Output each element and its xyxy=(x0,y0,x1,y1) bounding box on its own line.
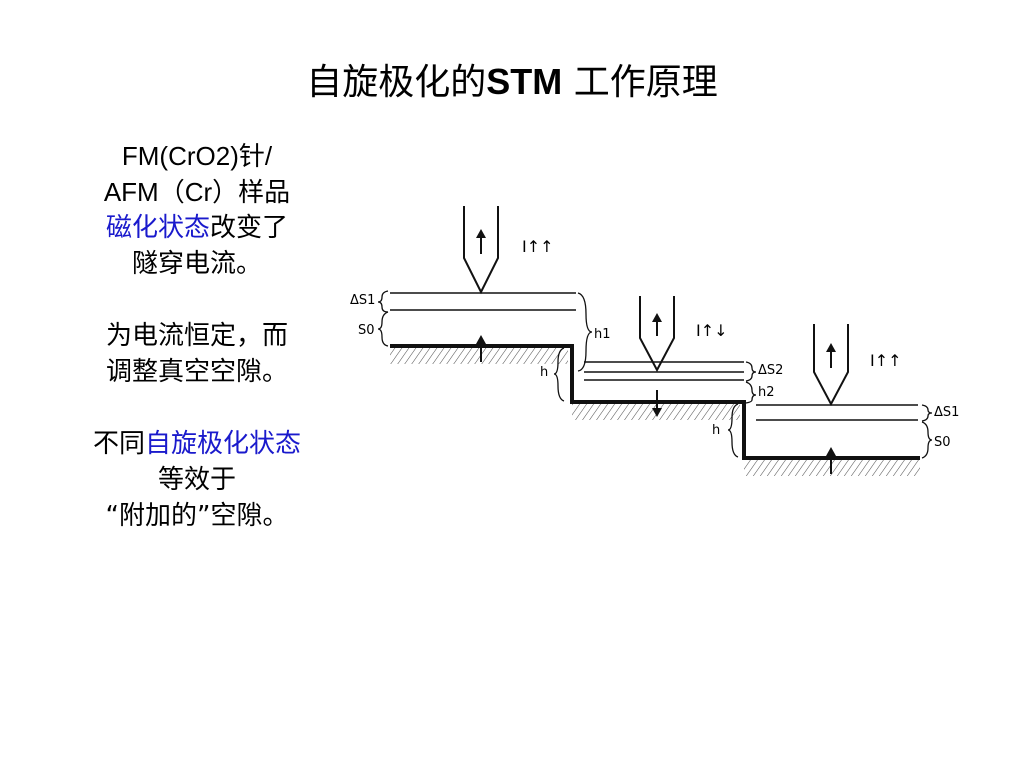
note-line-magnetization: 磁化状态改变了 xyxy=(52,210,342,246)
brace-ds1-left xyxy=(377,290,389,313)
label-h2: h2 xyxy=(758,385,775,400)
substrate-hatch-upper xyxy=(390,348,568,364)
sample1-spin-arrowhead-icon xyxy=(476,335,486,344)
title-rest: 工作原理 xyxy=(562,62,718,103)
note-line-tip: FM(CrO2)针/ xyxy=(121,141,273,171)
brace-s0-right xyxy=(921,421,933,459)
label-h-middle: h xyxy=(712,423,720,438)
note-highlight-magnetization: 磁化状态 xyxy=(105,213,210,243)
label-h1: h1 xyxy=(594,327,611,342)
tip1-spin-arrowhead-icon xyxy=(476,229,486,238)
brace-h2 xyxy=(745,381,757,404)
label-current-1: I↑↑ xyxy=(522,237,554,256)
note-line-current: 隧穿电流。 xyxy=(131,249,262,279)
label-h-left: h xyxy=(540,365,548,380)
brace-ds1-right xyxy=(921,404,933,422)
stm-diagram: I↑↑ ΔS1 S0 h1 h I↑↓ ΔS2 h2 h I↑↑ ΔS1 S0 xyxy=(340,196,980,490)
brace-h-middle xyxy=(727,403,739,458)
note-line-equivalent: 等效于 xyxy=(157,465,236,495)
note-different: 不同 xyxy=(92,429,145,459)
brace-s0-left xyxy=(377,311,389,347)
note-spacer xyxy=(52,390,342,426)
label-s0-right: S0 xyxy=(934,435,951,450)
title-chinese: 自旋极化的 xyxy=(306,62,487,103)
label-ds1-right: ΔS1 xyxy=(934,405,959,420)
label-current-3: I↑↑ xyxy=(870,351,902,370)
note-highlight-spin-state: 自旋极化状态 xyxy=(145,429,302,459)
note-line-adjust: 调整真空空隙。 xyxy=(105,357,288,387)
sample2-spin-arrowhead-icon xyxy=(652,408,662,417)
stm-tip-3 xyxy=(813,324,849,407)
note-line-constant: 为电流恒定，而 xyxy=(105,321,288,351)
explanation-text: FM(CrO2)针/ AFM（Cr）样品 磁化状态改变了 隧穿电流。 为电流恒定… xyxy=(52,138,342,534)
sample3-spin-arrowhead-icon xyxy=(826,447,836,456)
stm-tip-2 xyxy=(639,296,675,373)
tip3-spin-arrowhead-icon xyxy=(826,343,836,352)
title-latin: STM xyxy=(486,61,563,102)
label-current-2: I↑↓ xyxy=(696,321,728,340)
tip2-spin-arrowhead-icon xyxy=(652,313,662,322)
stm-diagram-svg: I↑↑ ΔS1 S0 h1 h I↑↓ ΔS2 h2 h I↑↑ ΔS1 S0 xyxy=(350,206,959,476)
label-ds1-left: ΔS1 xyxy=(350,293,375,308)
note-line-extra-gap: “附加的”空隙。 xyxy=(105,501,289,531)
brace-h-left xyxy=(553,347,565,402)
label-ds2: ΔS2 xyxy=(758,363,783,378)
note-spacer xyxy=(52,282,342,318)
stm-tip-1 xyxy=(463,206,499,295)
label-s0-left: S0 xyxy=(358,323,375,338)
brace-h1 xyxy=(577,292,593,372)
note-line-sample: AFM（Cr）样品 xyxy=(103,177,291,207)
page-title: 自旋极化的STM 工作原理 xyxy=(0,56,1024,109)
brace-ds2 xyxy=(745,361,757,382)
note-line-different: 不同自旋极化状态 xyxy=(52,426,342,462)
note-line-changed: 改变了 xyxy=(210,213,289,243)
